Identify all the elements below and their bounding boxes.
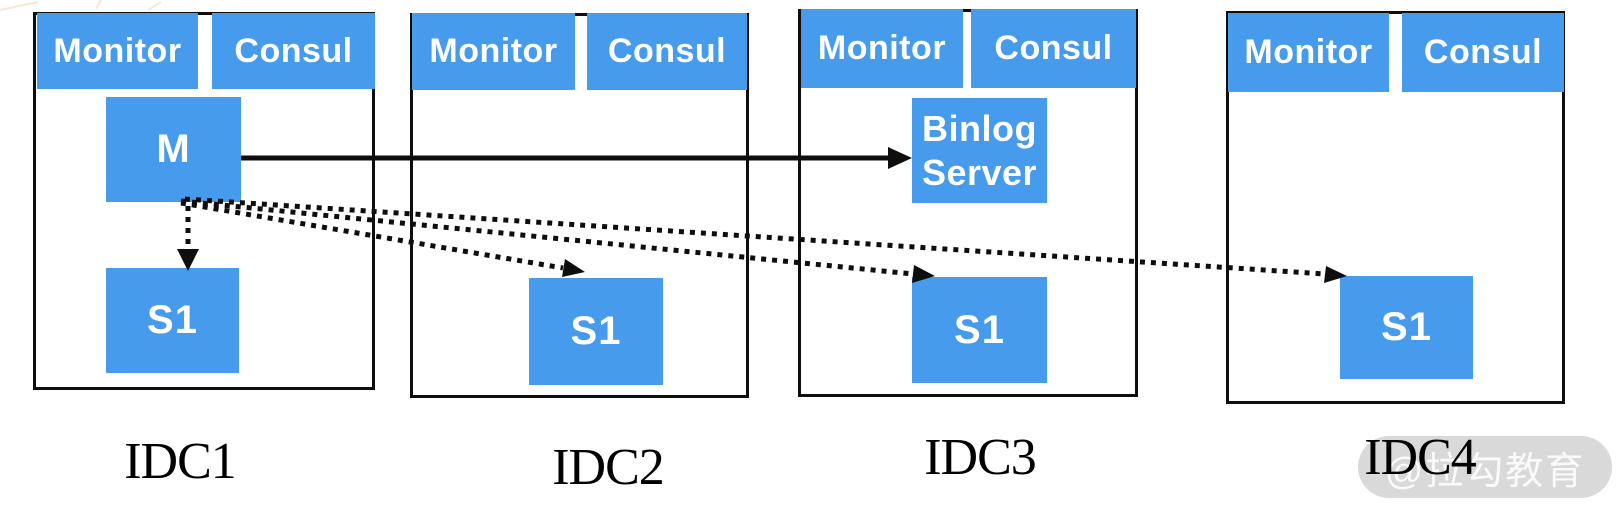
idc1-s1-node: S1 [106,268,239,373]
idc3-monitor-label: Monitor [817,29,947,67]
idc4-label: IDC4 [1364,429,1477,486]
idc1-s1-label: S1 [147,298,198,342]
idc3-s1-node: S1 [912,277,1047,383]
idc4-monitor-label: Monitor [1244,33,1373,71]
idc4-consul-label: Consul [1423,33,1543,71]
idc1-consul-box: Consul [212,13,375,89]
binlog-server-node: Binlog Server [912,98,1047,203]
master-node-label: M [156,127,191,171]
idc2-consul-label: Consul [607,32,727,70]
idc2-monitor-box: Monitor [412,13,575,90]
idc3-s1-label: S1 [954,307,1005,352]
watermark-badge: @拉勾教育 [1358,436,1612,498]
idc1-label: IDC1 [124,433,237,490]
idc3-label: IDC3 [924,429,1037,486]
master-node: M [106,97,241,202]
faint-corner-marks [0,0,162,11]
idc1-consul-label: Consul [234,31,353,70]
binlog-server-label-line1: Binlog [922,107,1037,149]
idc4-consul-box: Consul [1402,13,1564,92]
idc3-consul-label: Consul [994,29,1113,67]
idc4-monitor-box: Monitor [1228,13,1389,92]
idc3-consul-box: Consul [971,9,1136,88]
watermark-text: @拉勾教育 [1384,450,1586,493]
idc2-label: IDC2 [552,439,665,496]
idc1-monitor-box: Monitor [37,13,198,89]
idc1-monitor-label: Monitor [53,31,182,70]
idc4-s1-label: S1 [1381,305,1432,349]
idc2-consul-box: Consul [587,13,747,90]
binlog-server-label-line2: Server [921,151,1038,193]
idc4-s1-node: S1 [1340,276,1473,379]
idc2-s1-label: S1 [570,309,622,353]
idc3-monitor-box: Monitor [801,9,963,88]
idc2-monitor-label: Monitor [429,32,558,70]
idc2-s1-node: S1 [529,278,663,385]
